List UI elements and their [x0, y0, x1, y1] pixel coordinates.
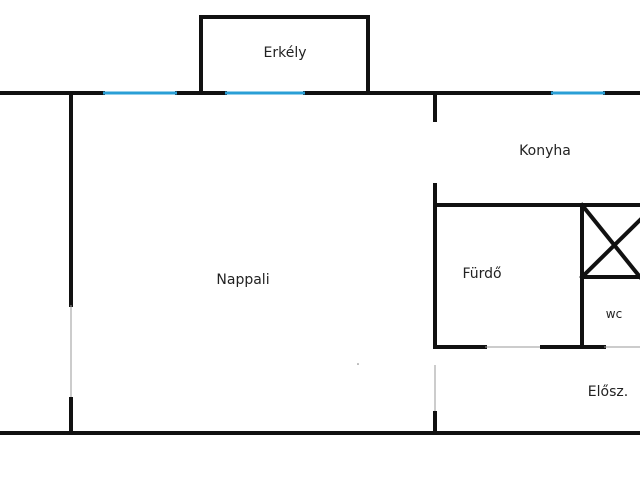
shaft-cross: [579, 202, 640, 280]
room-label-nappali: Nappali: [216, 272, 269, 288]
shaft-cross: [579, 217, 640, 280]
room-label-elosz: Elősz.: [588, 384, 628, 400]
room-label-wc: wc: [606, 307, 622, 321]
room-label-erkely: Erkély: [264, 45, 307, 61]
room-label-furdo: Fürdő: [462, 266, 501, 282]
balcony-wall: [199, 15, 370, 95]
room-label-konyha: Konyha: [519, 143, 571, 159]
dot-mark: [357, 363, 359, 365]
